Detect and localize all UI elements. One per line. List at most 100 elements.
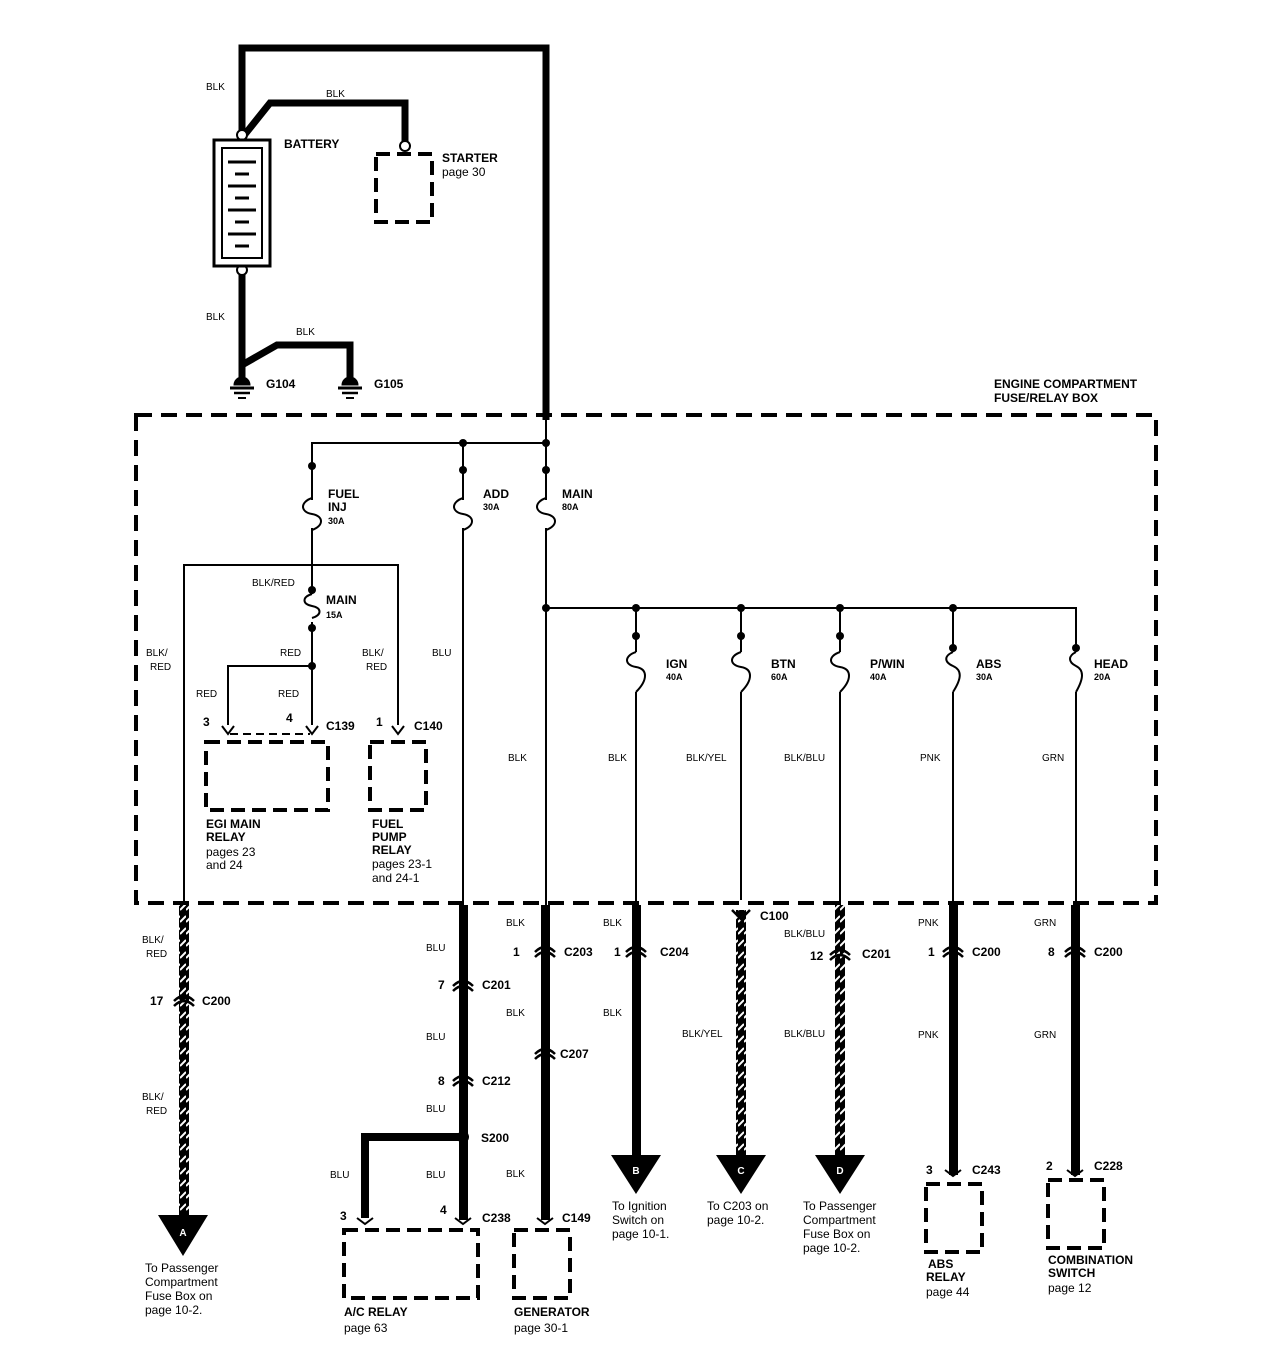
fuse-pwin-icon (830, 651, 850, 693)
out-wire-blk-gen-1: BLK (506, 918, 525, 929)
c139-connector-icons (221, 725, 405, 736)
wire-label-blk-yel-btn: BLK/YEL (686, 753, 727, 764)
out-wire-blu-4: BLU (330, 1170, 349, 1181)
abs-relay-name2: RELAY (926, 1270, 966, 1284)
fuse-add-name: ADD (483, 487, 509, 501)
abs-relay-name1: ABS (928, 1257, 953, 1271)
fuse-fuel-inj-rating: 30A (328, 516, 345, 526)
out-wire-blk-blu-1: BLK/BLU (784, 929, 825, 940)
fuse-btn-name: BTN (771, 657, 796, 671)
battery-top-wire-color: BLK (206, 82, 225, 93)
c139-label: C139 (326, 719, 355, 733)
bottom-terminal-icons (356, 1169, 1084, 1226)
generator-name: GENERATOR (514, 1305, 590, 1319)
wire-label-red-main: RED (280, 648, 301, 659)
arrow-a-line1: To Passenger (145, 1261, 218, 1275)
arrow-d-line2: Compartment (803, 1213, 876, 1227)
ac-relay-page: page 63 (344, 1321, 388, 1335)
c140-label: C140 (414, 719, 443, 733)
ground-g104-icon (230, 376, 254, 399)
c238-label: C238 (482, 1211, 511, 1225)
c139-pin-4: 4 (286, 711, 293, 725)
wire-label-grn-head: GRN (1042, 753, 1064, 764)
c201-label-b: C201 (862, 947, 891, 961)
ground-wire-color: BLK (296, 327, 315, 338)
fuse-btn-icon (731, 651, 751, 693)
out-wire-grn-2: GRN (1034, 1030, 1056, 1041)
wire-label-blk-slash-left: BLK/ (146, 648, 168, 659)
fuse-abs-icon (945, 651, 961, 693)
fuse-fuel-inj-icon (302, 497, 322, 531)
comb-switch-name2: SWITCH (1048, 1266, 1095, 1280)
out-wire-pnk-2: PNK (918, 1030, 939, 1041)
pin-17: 17 (150, 994, 164, 1008)
pin-1-c200-abs: 1 (928, 945, 935, 959)
fuse-pwin-name: P/WIN (870, 657, 905, 671)
fuse-main15-rating: 15A (326, 610, 343, 620)
comb-switch-page: page 12 (1048, 1281, 1092, 1295)
starter-box (374, 152, 434, 224)
arrow-d-line1: To Passenger (803, 1199, 876, 1213)
internal-wiring (183, 420, 1077, 905)
wire-label-blu-internal: BLU (432, 648, 451, 659)
c228-label: C228 (1094, 1159, 1123, 1173)
inline-connector-icons (173, 909, 1086, 1087)
c201-label-a: C201 (482, 978, 511, 992)
fuse-fuel-inj-name2: INJ (328, 500, 347, 514)
c212-label: C212 (482, 1074, 511, 1088)
c149-label: C149 (562, 1211, 591, 1225)
pin-3-c243: 3 (926, 1163, 933, 1177)
out-wire-blu-1: BLU (426, 943, 445, 954)
egi-relay-name2: RELAY (206, 830, 246, 844)
fuse-symbols (302, 497, 1083, 693)
c200-label-a: C200 (202, 994, 231, 1008)
fuse-main80-icon (536, 497, 556, 531)
fuse-fuel-inj-name1: FUEL (328, 487, 359, 501)
out-wire-blk-blu-2: BLK/BLU (784, 1029, 825, 1040)
starter-terminal (399, 140, 411, 152)
c243-label: C243 (972, 1163, 1001, 1177)
pin-1-c204: 1 (614, 945, 621, 959)
battery-symbol (212, 138, 272, 268)
outgoing-wires (179, 905, 1080, 1220)
ac-relay-box (342, 1228, 480, 1300)
ac-relay-name: A/C RELAY (344, 1305, 408, 1319)
c207-label: C207 (560, 1047, 589, 1061)
splice-s200 (457, 1131, 469, 1143)
out-wire-blk-ign-2: BLK (603, 1008, 622, 1019)
comb-switch-name1: COMBINATION (1048, 1253, 1133, 1267)
c200-label-b: C200 (972, 945, 1001, 959)
fuel-pump-name1: FUEL (372, 817, 403, 831)
fuse-head-rating: 20A (1094, 672, 1111, 682)
arrow-d-icon (815, 1155, 865, 1194)
s200-label: S200 (481, 1131, 509, 1145)
wire-label-red-pin4: RED (278, 689, 299, 700)
out-wire-blk-ign-1: BLK (603, 918, 622, 929)
out-wire-blk-slash-2: BLK/ (142, 1092, 164, 1103)
box-title-line2: FUSE/RELAY BOX (994, 391, 1098, 405)
pin-12: 12 (810, 949, 824, 963)
fuse-main80-name: MAIN (562, 487, 593, 501)
fuse-add-rating: 30A (483, 502, 500, 512)
fuse-ign-name: IGN (666, 657, 687, 671)
arrow-c-line2: page 10-2. (707, 1213, 764, 1227)
wire-label-blk-blu-pwin: BLK/BLU (784, 753, 825, 764)
arrow-a-letter: A (179, 1228, 186, 1239)
out-wire-pnk-1: PNK (918, 918, 939, 929)
fuse-head-name: HEAD (1094, 657, 1128, 671)
wire-label-blk-internal: BLK (508, 753, 527, 764)
out-wire-blu-3: BLU (426, 1104, 445, 1115)
ac-relay-pin-3: 3 (340, 1209, 347, 1223)
junction-dots (308, 439, 1080, 670)
c203-label: C203 (564, 945, 593, 959)
ground-g105-label: G105 (374, 377, 404, 391)
arrow-a-line2: Compartment (145, 1275, 218, 1289)
fuel-pump-name3: RELAY (372, 843, 412, 857)
fuse-main80-rating: 80A (562, 502, 579, 512)
fuel-pump-pages2: and 24-1 (372, 871, 420, 885)
fuse-abs-rating: 30A (976, 672, 993, 682)
combination-switch-box (1046, 1178, 1106, 1250)
out-wire-blk-slash-1: BLK/ (142, 935, 164, 946)
wire-label-red-fp: RED (366, 662, 387, 673)
fuse-ign-icon (626, 651, 646, 693)
